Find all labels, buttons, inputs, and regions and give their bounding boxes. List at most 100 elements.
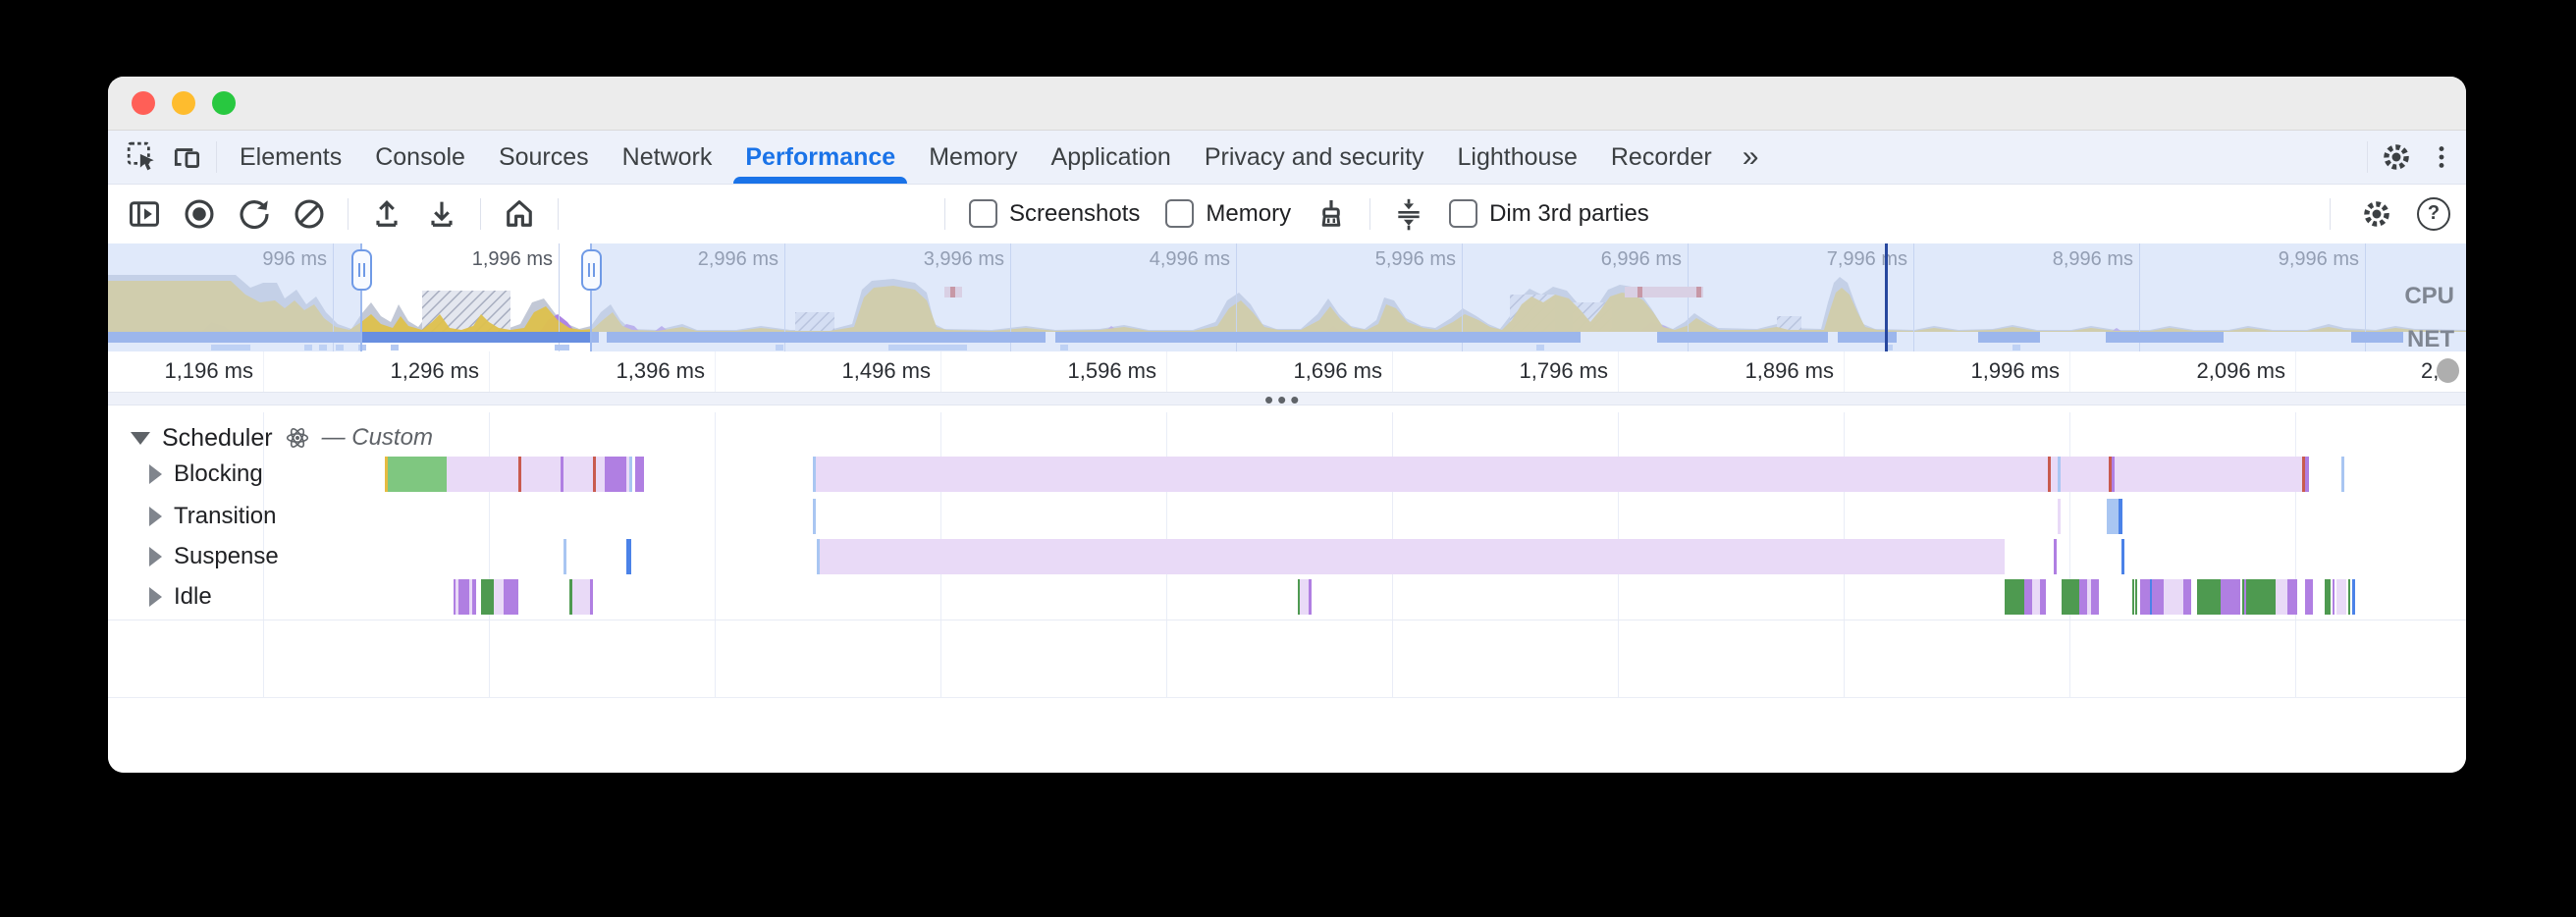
collapse-track-icon[interactable] [131, 431, 150, 445]
flame-segment[interactable] [2302, 457, 2305, 492]
devtools-settings-icon[interactable] [2374, 135, 2419, 180]
toggle-sidebar-icon[interactable] [122, 191, 167, 237]
flame-segment[interactable] [2325, 579, 2331, 615]
flame-segment[interactable] [564, 457, 593, 492]
zoom-window-button[interactable] [212, 91, 236, 115]
timeline-overview[interactable]: 996 ms1,996 ms2,996 ms3,996 ms4,996 ms5,… [108, 243, 2466, 351]
flame-segment[interactable] [2054, 539, 2057, 574]
flame-segment[interactable] [2062, 579, 2079, 615]
flame-segment[interactable] [817, 539, 820, 574]
flame-segment[interactable] [2341, 457, 2344, 492]
flame-segment[interactable] [593, 457, 596, 492]
flame-segment[interactable] [388, 457, 447, 492]
tab-sources[interactable]: Sources [498, 142, 589, 171]
flame-segment[interactable] [2091, 579, 2099, 615]
expand-row-icon[interactable] [149, 547, 162, 566]
flame-segment[interactable] [820, 539, 2005, 574]
flame-segment[interactable] [2221, 579, 2240, 615]
flame-segment[interactable] [2305, 457, 2309, 492]
flame-segment[interactable] [518, 457, 521, 492]
flame-segment[interactable] [2150, 579, 2152, 615]
tab-application[interactable]: Application [1050, 142, 1171, 171]
flame-segment[interactable] [626, 457, 629, 492]
expand-row-icon[interactable] [149, 507, 162, 526]
memory-checkbox[interactable]: Memory [1165, 199, 1291, 228]
flame-segment[interactable] [2048, 457, 2051, 492]
flame-segment[interactable] [469, 579, 472, 615]
flame-segment[interactable] [504, 579, 518, 615]
flame-segment[interactable] [2244, 579, 2246, 615]
flame-segment[interactable] [454, 579, 456, 615]
flame-segment[interactable] [572, 579, 590, 615]
flame-segment[interactable] [2024, 579, 2032, 615]
flame-segment[interactable] [2032, 579, 2040, 615]
track-row-suspense[interactable]: Suspense [149, 543, 279, 570]
flame-segment[interactable] [2287, 579, 2297, 615]
dim-3rd-parties-checkbox[interactable]: Dim 3rd parties [1449, 199, 1649, 228]
flame-segment[interactable] [2242, 579, 2244, 615]
flame-segment[interactable] [521, 457, 561, 492]
flame-segment[interactable] [2132, 579, 2134, 615]
flame-segment[interactable] [2107, 499, 2119, 534]
checkbox-box[interactable] [1449, 199, 1478, 228]
record-icon[interactable] [177, 191, 222, 237]
save-profile-icon[interactable] [419, 191, 464, 237]
flame-segment[interactable] [1309, 579, 1312, 615]
checkbox-box[interactable] [969, 199, 997, 228]
record-and-reload-icon[interactable] [232, 191, 277, 237]
flame-segment[interactable] [2183, 579, 2191, 615]
flame-segment[interactable] [2112, 457, 2115, 492]
tab-performance[interactable]: Performance [728, 131, 912, 184]
flame-segment[interactable] [2058, 457, 2061, 492]
flame-segment[interactable] [2051, 457, 2058, 492]
flame-segment[interactable] [2061, 457, 2109, 492]
flame-segment[interactable] [635, 457, 644, 492]
flame-segment[interactable] [2058, 499, 2061, 534]
flame-segment[interactable] [456, 579, 458, 615]
flame-segment[interactable] [2305, 579, 2313, 615]
track-header-scheduler[interactable]: Scheduler — Custom [131, 423, 433, 453]
flame-segment[interactable] [494, 579, 504, 615]
flame-segment[interactable] [2079, 579, 2087, 615]
flame-segment[interactable] [2121, 539, 2124, 574]
timeline-playhead[interactable] [1885, 243, 1888, 351]
flame-segment[interactable] [2087, 579, 2091, 615]
tab-elements[interactable]: Elements [240, 142, 343, 171]
flame-segment[interactable] [385, 457, 388, 492]
tab-recorder[interactable]: Recorder [1610, 142, 1712, 171]
flame-segment[interactable] [481, 579, 494, 615]
flame-segment[interactable] [813, 457, 816, 492]
flame-segment[interactable] [2005, 579, 2024, 615]
track-row-transition[interactable]: Transition [149, 503, 276, 530]
tab-network[interactable]: Network [621, 142, 713, 171]
device-toolbar-icon[interactable] [165, 135, 210, 179]
flame-segment[interactable] [2352, 579, 2355, 615]
track-row-blocking[interactable]: Blocking [149, 460, 263, 488]
tab-console[interactable]: Console [375, 142, 465, 171]
selection-right-handle[interactable] [581, 249, 602, 291]
checkbox-box[interactable] [1165, 199, 1195, 228]
flame-segment[interactable] [596, 457, 605, 492]
close-window-button[interactable] [132, 91, 155, 115]
flame-segment[interactable] [447, 457, 518, 492]
tab-lighthouse[interactable]: Lighthouse [1457, 142, 1578, 171]
track-row-idle[interactable]: Idle [149, 583, 212, 611]
tab-memory[interactable]: Memory [929, 142, 1018, 171]
flame-segment[interactable] [561, 457, 564, 492]
flame-segment[interactable] [564, 539, 566, 574]
flame-segment[interactable] [1298, 579, 1300, 615]
flame-segment[interactable] [2336, 579, 2346, 615]
flame-segment[interactable] [2040, 579, 2046, 615]
flame-segment[interactable] [629, 457, 632, 492]
flame-segment[interactable] [569, 579, 572, 615]
flame-segment[interactable] [605, 457, 626, 492]
flame-segment[interactable] [2246, 579, 2276, 615]
minimize-window-button[interactable] [172, 91, 195, 115]
inspect-element-icon[interactable] [120, 135, 165, 179]
flame-segment[interactable] [458, 579, 469, 615]
flame-segment[interactable] [626, 539, 631, 574]
flame-segment[interactable] [816, 457, 2048, 492]
collect-garbage-icon[interactable] [1309, 191, 1354, 237]
expand-row-icon[interactable] [149, 464, 162, 484]
